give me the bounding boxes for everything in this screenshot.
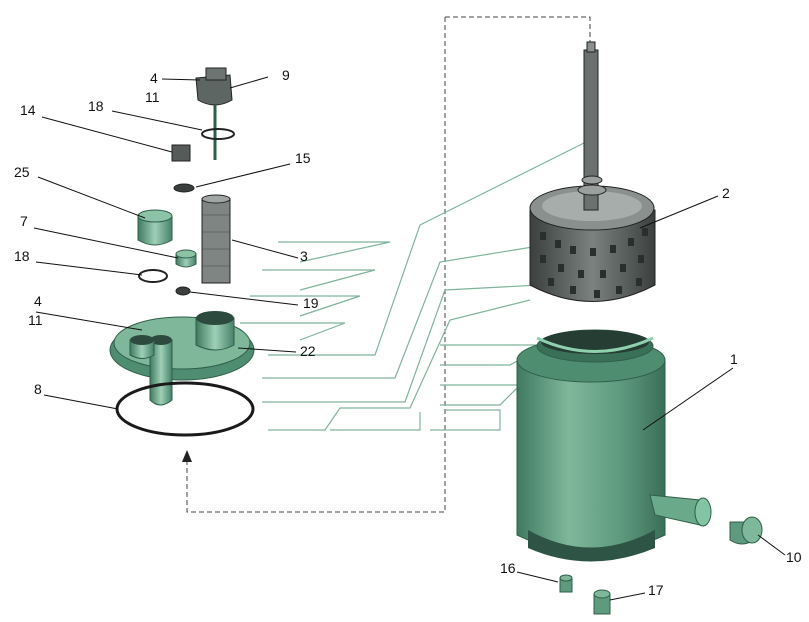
callout-10: 10	[786, 549, 802, 565]
filter-element-part-2	[529, 41, 656, 302]
callout-labels: 4 11 9 18 14 15 25 7 18 3 19 4 11 22 8 2…	[14, 67, 802, 598]
callout-25: 25	[14, 164, 30, 180]
cap-part-22	[109, 311, 255, 406]
washer-part-19	[175, 286, 191, 296]
assembly-guide-dashed-line	[182, 16, 591, 513]
valve-part-9	[195, 67, 235, 160]
washer-part-15	[173, 183, 195, 193]
callout-3: 3	[300, 248, 308, 264]
bushing-part-7	[175, 249, 197, 268]
nut-part-14	[171, 144, 191, 162]
guide-arrowhead-icon	[182, 450, 192, 462]
callout-18-mid: 18	[14, 248, 30, 264]
plug-part-17	[593, 589, 611, 615]
callout-22: 22	[300, 343, 316, 359]
plug-part-25	[137, 209, 173, 246]
callout-9: 9	[282, 67, 290, 83]
callout-18-top: 18	[88, 98, 104, 114]
seal-ring-part-18-mid	[138, 269, 168, 283]
callout-7: 7	[20, 213, 28, 229]
callout-11-top: 11	[145, 89, 160, 105]
housing-part-1	[516, 329, 712, 562]
mesh-filter-part-3	[201, 194, 231, 284]
callout-4-top: 4	[150, 70, 158, 86]
callout-16: 16	[500, 560, 516, 576]
callout-15: 15	[295, 150, 311, 166]
callout-14: 14	[20, 102, 36, 118]
o-ring-part-8	[115, 381, 255, 437]
fitting-part-10	[729, 516, 763, 545]
callout-1: 1	[730, 351, 738, 367]
callout-17: 17	[648, 582, 664, 598]
callout-8: 8	[34, 381, 42, 397]
callout-4-mid: 4	[34, 293, 42, 309]
plug-part-16	[559, 574, 573, 593]
callout-2: 2	[722, 185, 730, 201]
leader-lines	[33, 76, 786, 601]
callout-19: 19	[303, 295, 319, 311]
callout-11-mid: 11	[28, 312, 43, 328]
